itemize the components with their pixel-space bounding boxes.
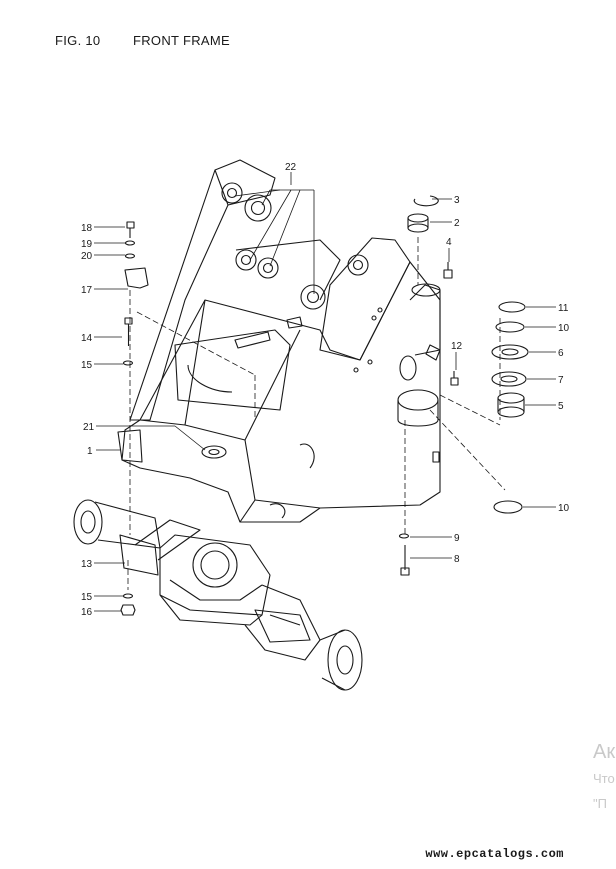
part-bushing-2 — [407, 213, 429, 233]
part-shim-10-lower — [493, 500, 523, 514]
watermark-line-2: Что — [593, 771, 615, 786]
callout-22: 22 — [285, 162, 297, 173]
part-bolt-14 — [124, 317, 133, 346]
callout-16: 16 — [81, 607, 93, 618]
callout-15-upper: 15 — [81, 360, 93, 371]
part-washer-15-upper — [122, 360, 134, 366]
callout-2: 2 — [454, 218, 460, 229]
part-plate-6 — [491, 344, 529, 360]
part-washer-9 — [398, 533, 410, 539]
part-shim-7 — [491, 371, 527, 387]
callout-10-upper: 10 — [558, 323, 570, 334]
part-washer-15-lower — [122, 593, 134, 599]
callout-3: 3 — [454, 195, 460, 206]
part-nut-16 — [120, 604, 136, 616]
part-washer-20 — [124, 253, 136, 259]
callout-5: 5 — [558, 401, 564, 412]
callout-9: 9 — [454, 533, 460, 544]
part-bushing-5 — [497, 392, 525, 418]
part-bolt-18 — [126, 221, 135, 238]
callout-7: 7 — [558, 375, 564, 386]
front-frame — [117, 159, 441, 523]
part-grease-fitting-12 — [450, 371, 459, 386]
callout-13: 13 — [81, 559, 93, 570]
callout-14: 14 — [81, 333, 93, 344]
callout-19: 19 — [81, 239, 93, 250]
callout-21: 21 — [83, 422, 95, 433]
callout-11: 11 — [558, 303, 569, 314]
callout-1: 1 — [87, 446, 93, 457]
callout-17: 17 — [81, 285, 93, 296]
watermark-line-3: "П — [593, 796, 607, 811]
callout-20: 20 — [81, 251, 93, 262]
callout-12: 12 — [451, 341, 463, 352]
callout-4: 4 — [446, 237, 452, 248]
part-ring-3 — [413, 195, 439, 207]
figure-label: FIG. 10 — [55, 33, 101, 48]
footer-site-link[interactable]: www.epcatalogs.com — [425, 847, 564, 861]
part-grease-fitting-4 — [443, 262, 453, 279]
part-bolt-8 — [400, 545, 410, 576]
front-axle — [73, 499, 363, 691]
callout-10-lower: 10 — [558, 503, 570, 514]
callout-6: 6 — [558, 348, 564, 359]
figure-title: FRONT FRAME — [133, 33, 230, 48]
callout-15-lower: 15 — [81, 592, 93, 603]
callout-8: 8 — [454, 554, 460, 565]
watermark-overlay: Ак Что "П — [593, 742, 615, 810]
part-washer-19 — [124, 240, 136, 246]
part-lock-plate-17 — [124, 267, 149, 289]
part-seal-11 — [498, 301, 526, 313]
part-shim-10-upper — [495, 321, 525, 333]
page-header: FIG. 10 FRONT FRAME — [55, 33, 230, 48]
callout-labels: 3 2 4 22 18 19 20 17 14 15 21 1 11 10 6 … — [81, 162, 570, 618]
callout-18: 18 — [81, 223, 93, 234]
watermark-line-1: Ак — [593, 741, 616, 763]
